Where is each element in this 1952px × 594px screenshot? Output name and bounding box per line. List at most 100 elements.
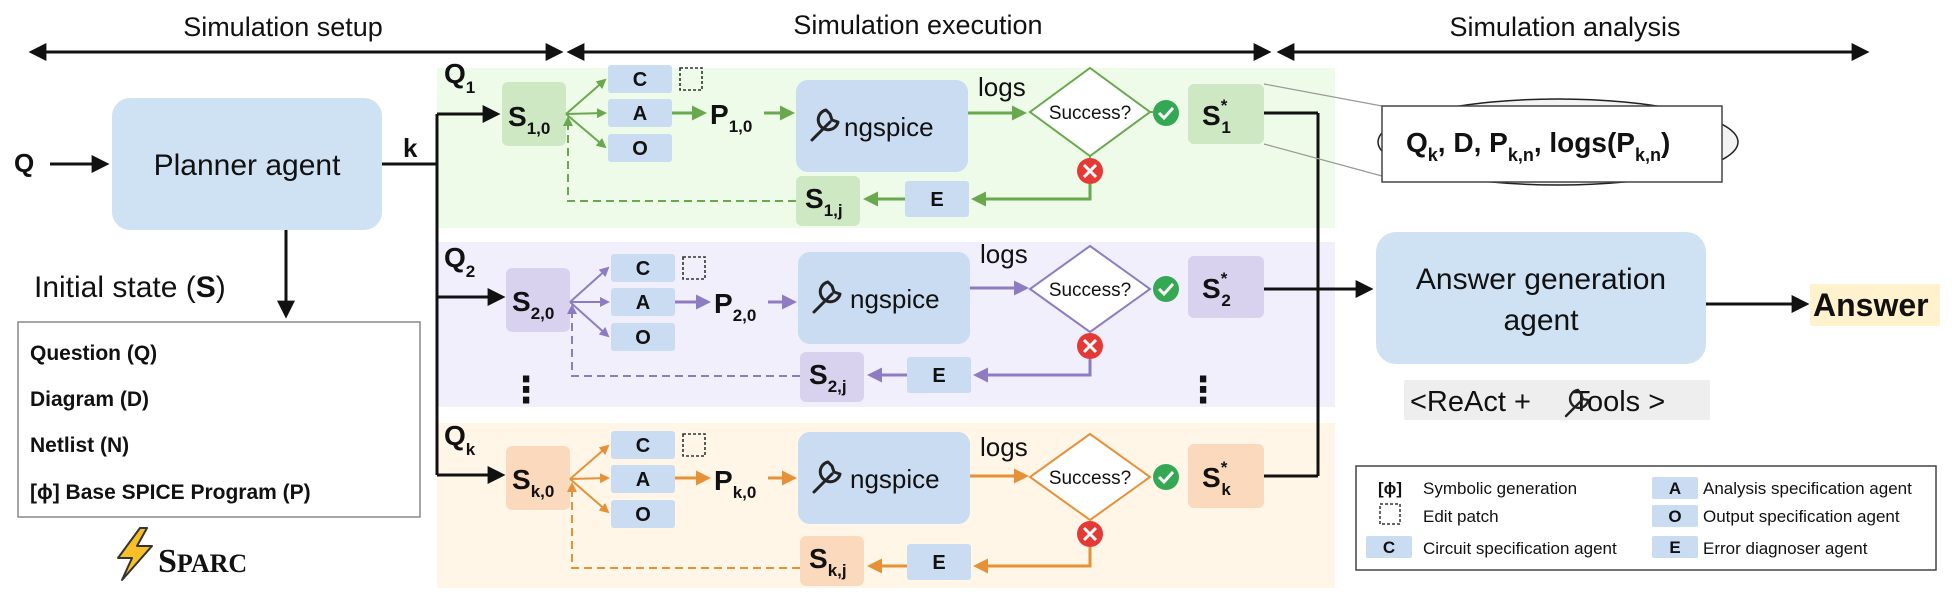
row2-edit-patch-icon	[682, 256, 706, 280]
row1-success-label: Success?	[1049, 103, 1131, 124]
rowk-ngspice-box	[798, 432, 970, 524]
planner-agent-box	[112, 98, 382, 230]
row2-ngspice-box	[798, 252, 970, 344]
rowk-to-a	[569, 473, 610, 484]
row1-analysis-agent-label: A	[633, 103, 647, 125]
react-tools-label: <ReAct + Tools >	[1410, 386, 1665, 418]
row2-output-agent-box	[611, 323, 675, 351]
rowk-analysis-agent-box	[611, 465, 675, 493]
react-wrench-icon	[1564, 388, 1590, 418]
row2-q-label: Q2	[444, 242, 475, 281]
context-box	[1381, 105, 1723, 183]
row1-circuit-agent-label: C	[633, 69, 647, 91]
rowk-error-agent-label: E	[932, 552, 945, 574]
answer-generation-agent-line2: agent	[1503, 304, 1579, 337]
legend-symbolic-mark: [ϕ]	[1378, 479, 1402, 498]
legend-circuit-label: Circuit specification agent	[1423, 539, 1617, 558]
answer-label: Answer	[1813, 287, 1929, 323]
row2-success-check-icon	[1153, 276, 1179, 302]
row1-edit-patch-icon	[679, 67, 703, 91]
row1-s-box	[502, 82, 566, 146]
answer-highlight	[1810, 284, 1940, 326]
row1-sj-box	[796, 176, 860, 226]
legend-output-letter: O	[1668, 507, 1681, 526]
sparc-name: SPARC	[158, 543, 247, 580]
lightning-icon	[117, 527, 153, 581]
row-ellipsis-left: ⋮	[508, 369, 544, 410]
row1-q-label: Q1	[444, 58, 475, 97]
row2-error-agent-box	[907, 357, 971, 393]
rowk-q-label: Qk	[444, 420, 476, 459]
row1-sj-label: S1,j	[805, 183, 843, 220]
planner-agent-label: Planner agent	[154, 149, 341, 182]
legend-analysis-box	[1652, 477, 1698, 499]
row2-success-diamond	[1028, 244, 1152, 334]
phase-analysis-label: Simulation analysis	[1449, 12, 1680, 42]
legend-output-box	[1652, 505, 1698, 527]
row1-output-agent-box	[608, 134, 672, 162]
rowk-success-diamond	[1028, 432, 1152, 522]
legend-edit-patch-label: Edit patch	[1423, 507, 1499, 526]
row2-p-label: P2,0	[714, 288, 756, 325]
rowk-output-agent-label: O	[635, 504, 651, 526]
row1-output-agent-label: O	[632, 138, 648, 160]
rowk-error-agent-box	[907, 544, 971, 580]
initial-state-item-spice: [ϕ] Base SPICE Program (P)	[30, 481, 311, 504]
legend-circuit-letter: C	[1383, 538, 1395, 557]
legend-analysis-label: Analysis specification agent	[1703, 479, 1912, 498]
legend-error-letter: E	[1669, 538, 1680, 557]
rowk-analysis-agent-label: A	[636, 469, 650, 491]
input-q-label: Q	[14, 148, 34, 178]
rowk-s-box	[506, 446, 570, 510]
rowk-fail-to-e	[973, 547, 1092, 574]
row2-circuit-agent-label: C	[636, 258, 650, 280]
row2-to-c	[569, 266, 610, 303]
row1-to-a	[565, 108, 607, 119]
rowk-sj-loop-back	[567, 482, 800, 569]
row-1: Q1 S1,0 C A O P1,0 ngspice logs Success?…	[444, 58, 1264, 226]
row2-sj-box	[800, 352, 864, 402]
row1-sj-loop-back	[563, 116, 796, 202]
row2-fail-to-e	[973, 359, 1092, 383]
row1-s-label: S1,0	[508, 101, 550, 138]
phase-setup-label: Simulation setup	[183, 12, 383, 42]
context-bubble: Qk, D, Pk,n, logs(Pk,n)	[1263, 83, 1739, 186]
legend: [ϕ] Symbolic generation Edit patch C Cir…	[1355, 465, 1937, 571]
row1-to-c	[565, 78, 607, 115]
row2-s-box	[506, 268, 570, 332]
row1-final-s-label: S*1	[1202, 96, 1231, 137]
row2-analysis-agent-box	[611, 288, 675, 316]
context-text: Qk, D, Pk,n, logs(Pk,n)	[1406, 127, 1670, 165]
legend-box	[1355, 465, 1937, 571]
rowk-s-label: Sk,0	[512, 464, 554, 501]
row1-ngspice-box	[796, 80, 968, 172]
row2-ngspice-label: ngspice	[850, 284, 940, 314]
phase-headers: Simulation setup Simulation execution Si…	[28, 10, 1870, 61]
row1-circuit-agent-box	[608, 65, 672, 93]
row1-logs-label: logs	[978, 72, 1026, 102]
initial-state-item-netlist: Netlist (N)	[30, 434, 129, 457]
row1-final-s-box	[1188, 84, 1264, 144]
legend-symbolic-label: Symbolic generation	[1423, 479, 1577, 498]
legend-circuit-box	[1366, 536, 1412, 558]
phase-execution-label: Simulation execution	[793, 10, 1042, 40]
rowk-edit-patch-icon	[682, 433, 706, 457]
row1-fail-to-e	[971, 184, 1092, 207]
row2-logs-label: logs	[980, 239, 1028, 269]
row2-analysis-agent-label: A	[636, 292, 650, 314]
sparc-logo: SPARC	[117, 527, 247, 581]
row2-sj-loop-back	[567, 304, 800, 377]
rowk-logs-label: logs	[980, 432, 1028, 462]
rowk-final-s-box	[1188, 444, 1264, 508]
answer-generation-agent-box	[1376, 232, 1706, 364]
rowk-output-agent-box	[611, 500, 675, 528]
row1-error-agent-box	[905, 181, 969, 217]
row2-circuit-agent-box	[611, 254, 675, 282]
legend-output-label: Output specification agent	[1703, 507, 1900, 526]
row2-sj-label: S2,j	[809, 359, 847, 396]
react-tools-bg	[1404, 380, 1710, 420]
rowk-sj-label: Sk,j	[809, 543, 847, 580]
legend-edit-patch-icon	[1379, 503, 1401, 525]
rowk-success-check-icon	[1153, 464, 1179, 490]
